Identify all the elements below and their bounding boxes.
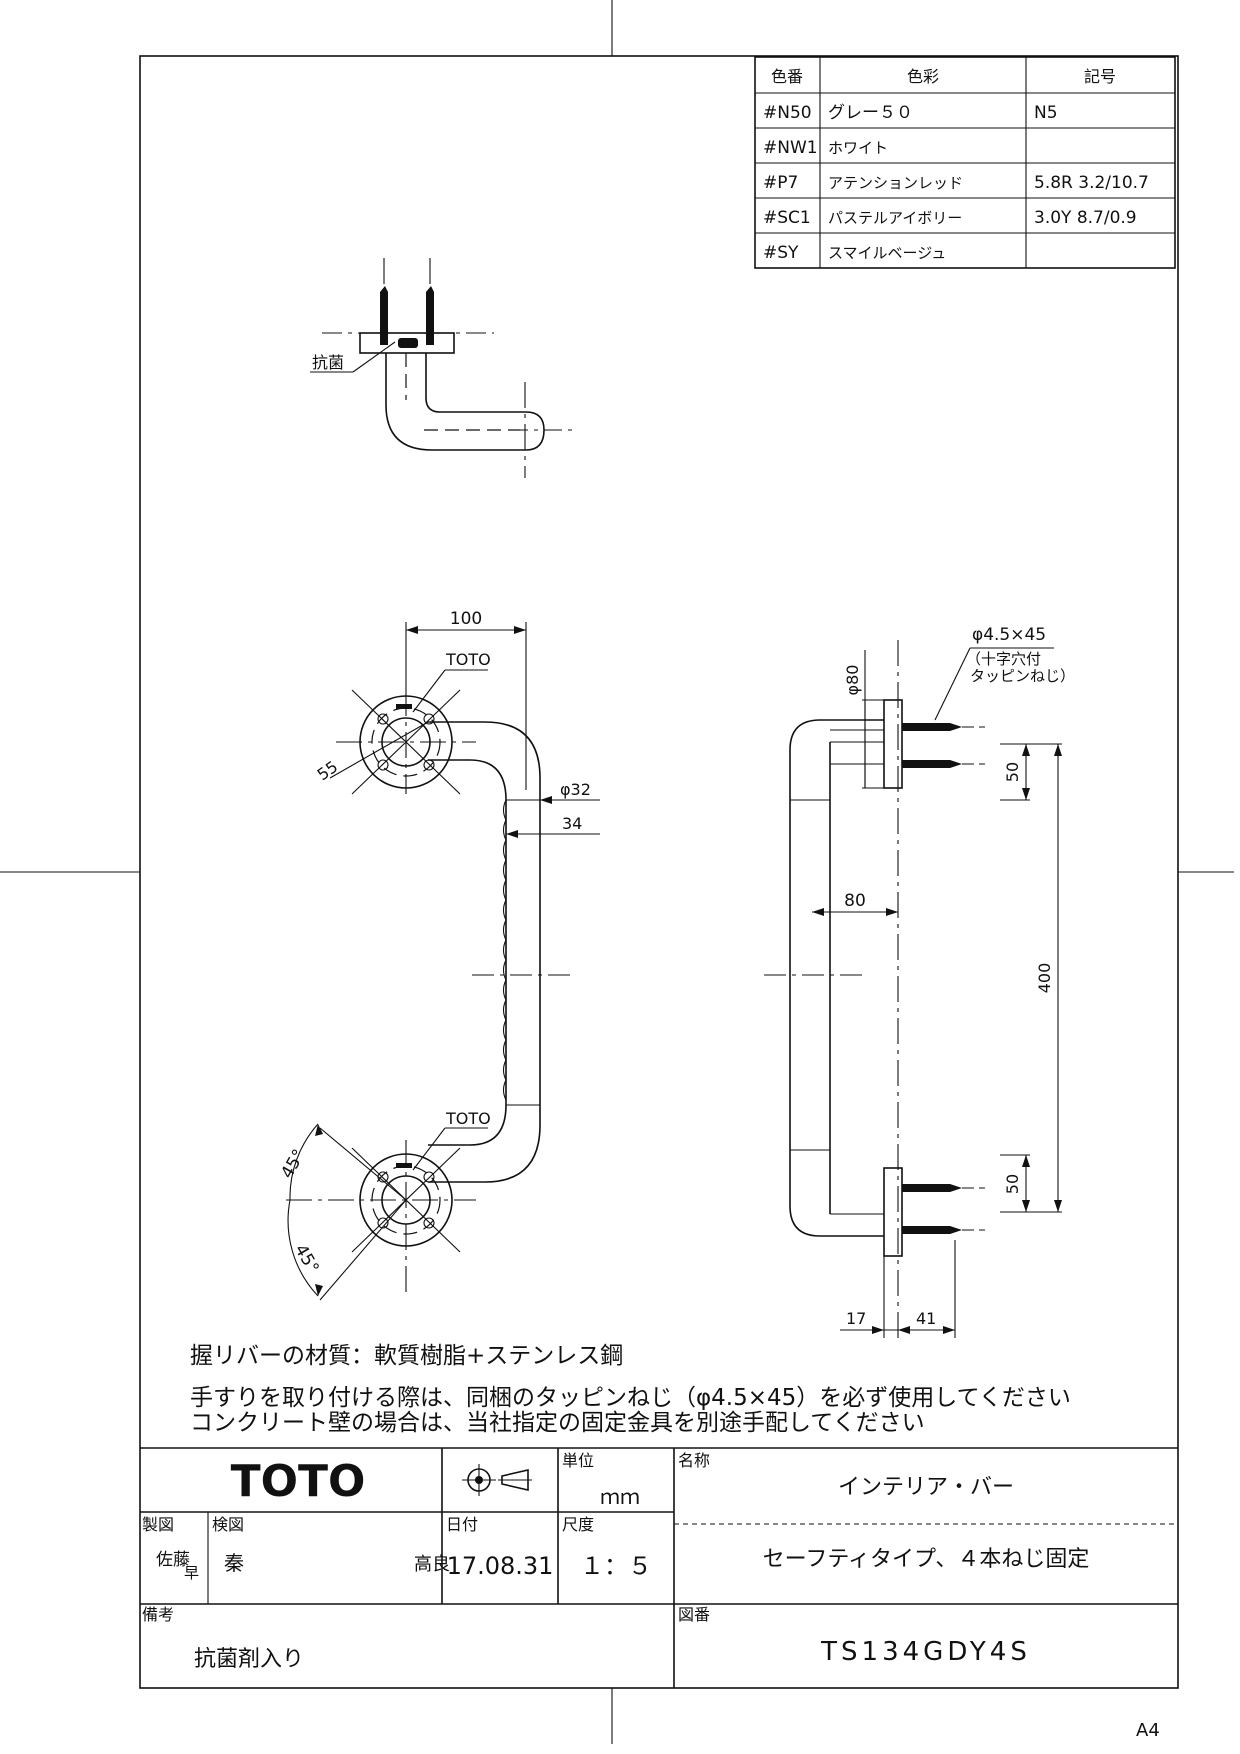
table-cell: スマイルベージュ [828,244,946,262]
date-value: 17.08.31 [447,1552,554,1580]
toto-mark-bottom: TOTO [445,1109,491,1128]
screw-spec: φ4.5×45 [972,625,1046,645]
angle-45-bottom: 45° [290,1241,322,1277]
dim-80: 80 [844,891,866,911]
projection-symbol-icon [462,1464,532,1496]
header-color-name: 色彩 [907,67,939,86]
dim-phi80: φ80 [843,665,862,696]
scale-value: １：５ [580,1552,652,1580]
dim-17: 17 [846,1309,866,1328]
header-color-code: 色番 [771,67,803,86]
table-cell: #SC1 [763,208,811,228]
product-name: インテリア・バー [838,1475,1014,1500]
install-note-2: コンクリート壁の場合は、当社指定の固定金具を別途手配してください [190,1410,925,1436]
unit-label: 単位 [562,1451,594,1470]
dim-41: 41 [916,1309,936,1328]
checked-by: 秦 [224,1551,244,1575]
antibacterial-label: 抗菌 [312,353,344,372]
table-cell: #NW1 [763,138,818,158]
drawn-by-2: 早 [184,1564,199,1582]
checked-label: 検図 [212,1515,244,1534]
table-cell: N5 [1034,103,1058,123]
paper-size: A4 [1136,1720,1160,1741]
product-sub: セーフティタイプ、４本ねじ固定 [763,1547,1090,1572]
title-block: TOTO 単位 ｍｍ 名称 インテリア・バー 製図 佐藤 早 検図 秦 高良 日… [140,1447,1178,1688]
table-cell: #SY [763,243,799,263]
screw-note-2: タッピンねじ） [970,667,1075,685]
material-note: 握リバーの材質：軟質樹脂+ステンレス鋼 [190,1343,623,1369]
side-view: φ80 φ4.5×45 （十字穴付 タッピンねじ） 80 [764,625,1075,1338]
dim-50-top: 50 [1003,762,1022,782]
table-cell: 5.8R 3.2/10.7 [1034,173,1149,193]
table-cell: アテンションレッド [828,174,963,192]
front-view: 100 TOTO 55 φ32 34 [277,609,600,1301]
table-cell: 3.0Y 8.7/0.9 [1034,208,1137,228]
approved-by: 高良 [414,1554,450,1575]
color-table: 色番 色彩 記号 #N50 グレー５０ N5 #NW1 ホワイト #P7 アテン… [754,56,1176,269]
drawn-by-1: 佐藤 [156,1550,190,1570]
screw-note-1: （十字穴付 [966,650,1041,668]
header-symbol: 記号 [1084,67,1116,86]
table-cell: グレー５０ [828,103,913,123]
dim-34: 34 [562,814,582,833]
unit-value: ｍｍ [600,1485,640,1509]
dim-100: 100 [450,609,482,629]
drawing-no-value: TS134GDY4S [820,1637,1031,1667]
dim-55: 55 [314,757,342,784]
table-cell: ホワイト [828,139,888,157]
dim-400: 400 [1035,963,1054,994]
table-cell: #P7 [763,173,798,193]
dim-phi32: φ32 [560,780,591,799]
toto-logo: TOTO [231,1456,366,1507]
dim-50-bottom: 50 [1003,1174,1022,1194]
remarks-label: 備考 [142,1605,174,1624]
notes: 握リバーの材質：軟質樹脂+ステンレス鋼 手すりを取り付ける際は、同梱のタッピンね… [190,1343,1071,1436]
scale-label: 尺度 [562,1515,594,1534]
angle-45-top: 45° [277,1146,309,1182]
drawing-no-label: 図番 [678,1605,710,1624]
drawn-label: 製図 [142,1515,174,1534]
install-note-1: 手すりを取り付ける際は、同梱のタッピンねじ（φ4.5×45）を必ず使用してくださ… [190,1385,1071,1411]
toto-mark-top: TOTO [445,650,491,669]
top-view: 抗菌 [310,258,578,478]
remarks-value: 抗菌剤入り [194,1647,304,1672]
table-cell: #N50 [763,103,812,123]
name-label: 名称 [678,1451,710,1470]
date-label: 日付 [446,1515,478,1534]
table-cell: パステルアイボリー [828,209,962,227]
